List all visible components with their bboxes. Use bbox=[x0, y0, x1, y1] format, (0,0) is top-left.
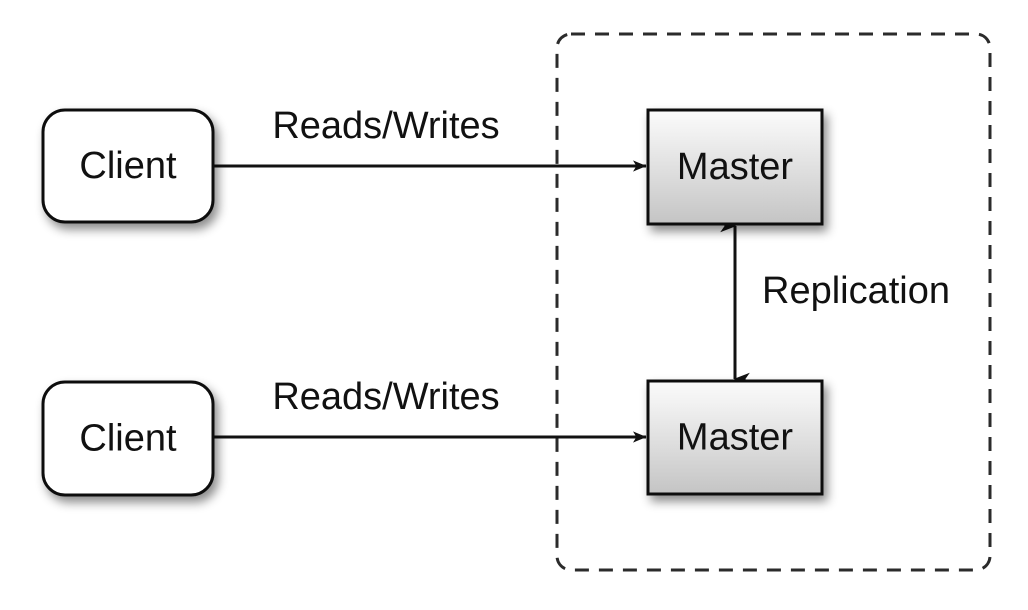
edge-client-top-to-master-top: Reads/Writes bbox=[213, 105, 647, 172]
node-master-bottom[interactable]: Master bbox=[646, 379, 824, 496]
edge-label-reads-writes-top: Reads/Writes bbox=[272, 105, 499, 147]
node-client-top[interactable]: Client bbox=[41, 108, 215, 224]
master-box-bottom[interactable] bbox=[646, 379, 824, 496]
client-box-bottom[interactable] bbox=[41, 380, 215, 497]
client-label-top: Client bbox=[79, 145, 177, 187]
client-box-top[interactable] bbox=[41, 108, 215, 224]
edge-master-to-master-replication: Replication bbox=[720, 219, 950, 386]
master-box-top[interactable] bbox=[646, 108, 824, 226]
edge-client-bottom-to-master-bottom: Reads/Writes bbox=[213, 376, 647, 443]
master-label-top: Master bbox=[677, 146, 793, 188]
edge-label-reads-writes-bottom: Reads/Writes bbox=[272, 376, 499, 418]
dashed-group-border bbox=[555, 32, 992, 572]
replication-cluster-boundary bbox=[555, 32, 992, 572]
master-label-bottom: Master bbox=[677, 417, 793, 459]
node-master-top[interactable]: Master bbox=[646, 108, 824, 226]
client-label-bottom: Client bbox=[79, 418, 177, 460]
node-client-bottom[interactable]: Client bbox=[41, 380, 215, 497]
edge-label-replication: Replication bbox=[762, 270, 950, 312]
